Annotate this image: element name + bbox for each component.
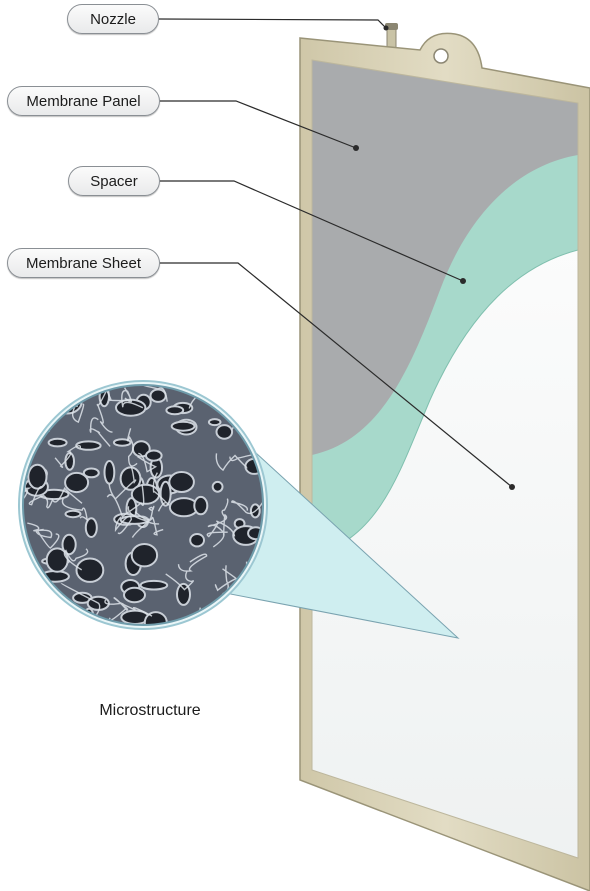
pore	[39, 594, 49, 601]
membrane-panel-label: Membrane Panel	[7, 86, 160, 116]
nozzle-label: Nozzle	[67, 4, 159, 34]
pore	[57, 617, 75, 627]
pore	[151, 390, 166, 402]
pore	[105, 461, 115, 484]
membrane-sheet-label: Membrane Sheet	[7, 248, 160, 278]
fiber	[262, 428, 294, 446]
fiber	[219, 620, 250, 633]
pore	[61, 396, 71, 402]
fiber	[0, 430, 25, 453]
pore	[172, 422, 195, 431]
pore	[124, 588, 145, 602]
pore	[166, 406, 183, 414]
pore	[132, 485, 159, 504]
spacer-label: Spacer	[68, 166, 160, 196]
pore	[84, 469, 99, 478]
fiber	[256, 385, 263, 413]
pore	[209, 419, 221, 425]
pore	[146, 451, 162, 461]
pore	[132, 544, 157, 566]
pore	[28, 465, 46, 489]
pore	[190, 534, 204, 546]
fiber	[250, 366, 263, 386]
pore	[77, 559, 104, 582]
pore	[230, 601, 246, 624]
pore	[49, 439, 67, 447]
fiber	[46, 611, 75, 625]
pore	[169, 472, 194, 492]
fiber	[238, 407, 257, 423]
fiber	[7, 379, 39, 411]
fiber	[204, 612, 222, 627]
fiber	[21, 408, 42, 439]
pore	[141, 581, 168, 590]
pore	[19, 417, 43, 436]
hanging-hole	[434, 49, 448, 63]
leader-nozzle	[159, 19, 386, 28]
pore	[194, 497, 207, 514]
microstructure-image	[0, 366, 297, 640]
pore	[217, 425, 233, 439]
microstructure-caption: Microstructure	[40, 702, 260, 720]
pore	[66, 511, 81, 517]
pore	[213, 482, 223, 492]
